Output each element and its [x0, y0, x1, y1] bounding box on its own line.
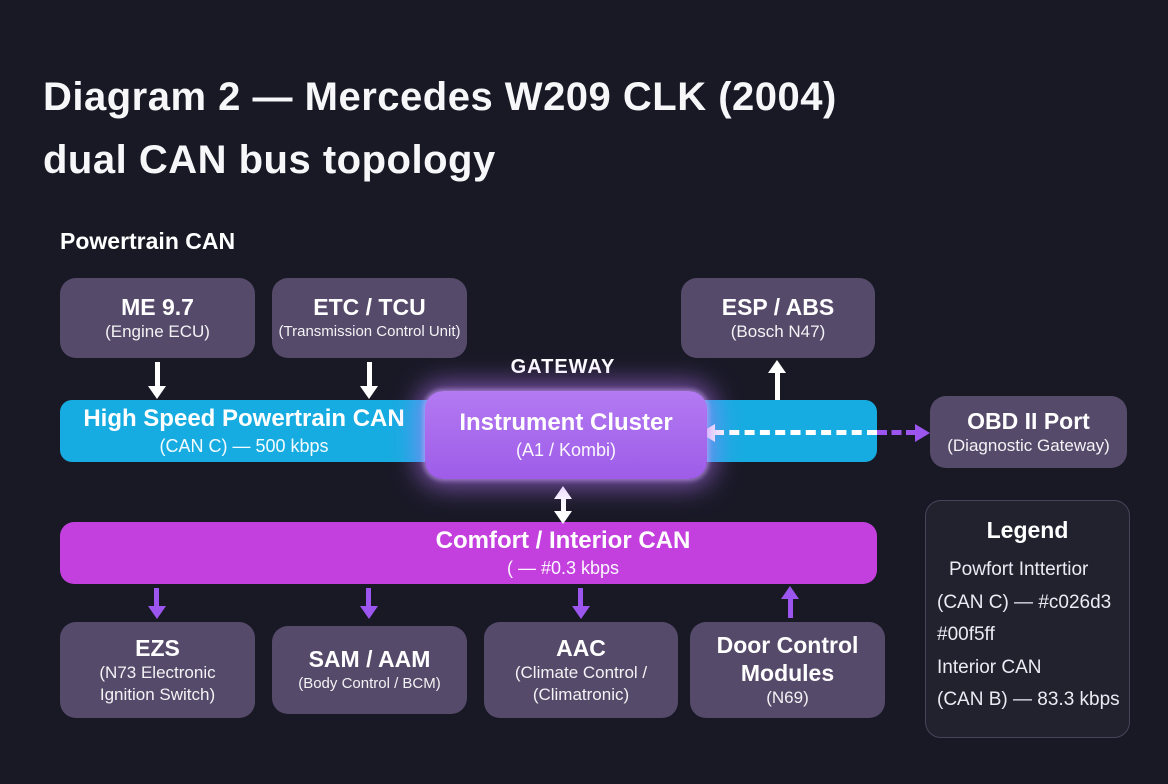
comfort-bus-text: Comfort / Interior CAN ( — #0.3 kbps [276, 526, 850, 580]
arrow-bus-to-sam-head-icon [360, 606, 378, 619]
legend-line: (CAN C) — #c026d3 [937, 591, 1112, 613]
node-instrument-cluster-title: Instrument Cluster [459, 409, 673, 436]
node-sam-aam-subtitle: (Body Control / BCM) [298, 675, 441, 692]
node-door-control-subtitle: (N69) [766, 688, 809, 707]
node-etc-tcu-title: ETC / TCU [313, 294, 426, 320]
diagnostic-link-right-arrowhead-icon [915, 424, 930, 442]
node-esp-abs: ESP / ABS (Bosch N47) [681, 278, 875, 358]
arrow-etc-to-bus-head-icon [360, 386, 378, 399]
node-obd-port-title: OBD II Port [967, 408, 1090, 434]
node-instrument-cluster: Instrument Cluster (A1 / Kombi) [425, 391, 707, 479]
gateway-link-down-arrowhead-icon [554, 511, 572, 524]
powertrain-bus-text: High Speed Powertrain CAN (CAN C) — 500 … [68, 404, 420, 458]
legend-line: (CAN B) — 83.3 kbps [937, 689, 1120, 710]
node-obd-port-subtitle: (Diagnostic Gateway) [947, 436, 1110, 455]
arrow-bus-to-aac-shaft [578, 588, 583, 608]
legend-line: #00f5ff [937, 624, 995, 645]
arrow-bus-to-esp-head-icon [768, 360, 786, 373]
node-ezs-subtitle: (N73 Electronic Ignition Switch) [99, 663, 216, 704]
arrow-bus-to-sam-shaft [366, 588, 371, 608]
arrow-door-to-bus-head-icon [781, 586, 799, 599]
node-instrument-cluster-subtitle: (A1 / Kombi) [515, 440, 617, 460]
node-etc-tcu: ETC / TCU (Transmission Control Unit) [272, 278, 467, 358]
arrow-etc-to-bus-shaft [367, 362, 372, 388]
node-obd-port: OBD II Port (Diagnostic Gateway) [930, 396, 1127, 468]
node-door-control-title: Door Control Modules [716, 632, 859, 686]
node-etc-tcu-subtitle: (Transmission Control Unit) [278, 323, 461, 340]
arrow-me97-to-bus-head-icon [148, 386, 166, 399]
powertrain-bus-title: High Speed Powertrain CAN [83, 405, 405, 432]
diagnostic-link-dashed-purple [877, 430, 916, 435]
node-sam-aam-title: SAM / AAM [308, 646, 431, 672]
comfort-bus-title: Comfort / Interior CAN [435, 527, 691, 554]
legend-lines: Powfort Inttertior (CAN C) — #c026d3 #00… [926, 554, 1129, 717]
comfort-bus-subtitle: ( — #0.3 kbps [506, 558, 620, 578]
node-me97-subtitle: (Engine ECU) [105, 322, 210, 341]
gateway-label: GATEWAY [510, 356, 616, 378]
gateway-link-shaft [561, 497, 566, 513]
powertrain-bus-subtitle: (CAN C) — 500 kbps [159, 436, 329, 456]
arrow-me97-to-bus-shaft [155, 362, 160, 388]
node-sam-aam: SAM / AAM (Body Control / BCM) [272, 626, 467, 714]
node-me97: ME 9.7 (Engine ECU) [60, 278, 255, 358]
node-aac-title: AAC [556, 635, 606, 661]
node-esp-abs-subtitle: (Bosch N47) [730, 322, 826, 341]
node-me97-title: ME 9.7 [121, 294, 194, 320]
node-esp-abs-title: ESP / ABS [721, 294, 835, 320]
arrow-bus-to-esp-shaft [775, 371, 780, 400]
node-aac-subtitle: (Climate Control / (Climatronic) [514, 663, 648, 704]
node-aac: AAC (Climate Control / (Climatronic) [484, 622, 678, 718]
legend-line: Interior CAN [937, 656, 1042, 678]
arrow-door-to-bus-shaft [788, 597, 793, 618]
arrow-bus-to-aac-head-icon [572, 606, 590, 619]
comfort-bus-bar: Comfort / Interior CAN ( — #0.3 kbps [60, 522, 877, 584]
legend-panel: Legend Powfort Inttertior (CAN C) — #c02… [925, 500, 1130, 738]
legend-title: Legend [986, 517, 1069, 543]
arrow-bus-to-ezs-head-icon [148, 606, 166, 619]
node-ezs: EZS (N73 Electronic Ignition Switch) [60, 622, 255, 718]
diagnostic-link-dashed-white [714, 430, 877, 435]
diagram-title: Diagram 2 — Mercedes W209 CLK (2004) dua… [43, 75, 837, 182]
powertrain-can-label: Powertrain CAN [60, 228, 236, 254]
gateway-link-up-arrowhead-icon [554, 486, 572, 499]
arrow-bus-to-ezs-shaft [154, 588, 159, 608]
legend-line: Powfort Inttertior [949, 559, 1089, 580]
node-ezs-title: EZS [135, 635, 180, 661]
node-door-control: Door Control Modules (N69) [690, 622, 885, 718]
